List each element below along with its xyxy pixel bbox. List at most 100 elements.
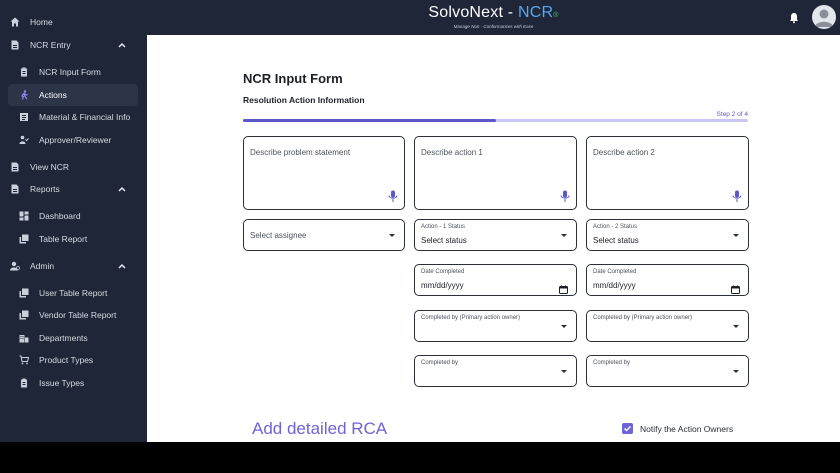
page-title: NCR Input Form (243, 71, 343, 86)
action-1-completed-by[interactable]: Completed by (414, 355, 577, 387)
avatar[interactable] (812, 5, 836, 29)
sidebar-item-vendor-table-report[interactable]: Vendor Table Report (0, 304, 147, 326)
action-1-completed-by-primary[interactable]: Completed by (Primary action owner) (414, 310, 577, 342)
sidebar-item-ncr-input-form[interactable]: NCR Input Form (0, 61, 147, 83)
notify-owners-label: Notify the Action Owners (640, 423, 734, 434)
problem-statement-placeholder: Describe problem statement (250, 148, 351, 157)
sidebar-item-view-ncr[interactable]: View NCR (0, 156, 147, 178)
sidebar-item-table-report[interactable]: Table Report (0, 228, 147, 250)
report-icon (9, 183, 21, 195)
sidebar-item-dashboard[interactable]: Dashboard (0, 205, 147, 227)
cart-icon (18, 354, 30, 366)
sidebar-item-admin[interactable]: Admin (0, 255, 147, 277)
completed-by-label: Completed by (593, 360, 631, 366)
action-1-placeholder: Describe action 1 (421, 148, 483, 157)
assignee-placeholder: Select assignee (250, 231, 307, 240)
copy-icon (18, 309, 30, 321)
chevron-up-icon[interactable] (117, 40, 127, 50)
sidebar-item-label: View NCR (30, 162, 70, 172)
completed-by-primary-label: Completed by (Primary action owner) (593, 315, 693, 321)
action-2-completed-by-primary[interactable]: Completed by (Primary action owner) (586, 310, 749, 342)
sidebar-item-reports[interactable]: Reports (0, 178, 147, 200)
chevron-up-icon[interactable] (117, 184, 127, 194)
running-person-icon (18, 89, 30, 101)
dropdown-arrow-icon (561, 234, 567, 237)
action-1-status-select[interactable]: Action - 1 Status Select status (414, 219, 577, 251)
app-window: Home NCR Entry NCR Input Form Actions Ma… (0, 0, 840, 442)
building-icon (18, 332, 30, 344)
brand-mark: ® (553, 12, 559, 19)
dashboard-icon (18, 210, 30, 222)
step-indicator: Step 2 of 4 (716, 111, 748, 118)
notify-owners-checkbox[interactable]: Notify the Action Owners (622, 423, 733, 434)
action-2-status-select[interactable]: Action - 2 Status Select status (586, 219, 749, 251)
sidebar-item-label: Table Report (39, 234, 88, 244)
brand-tagline: Manage Non - Conformances with Ease (453, 24, 534, 29)
dropdown-arrow-icon (561, 325, 567, 328)
calendar-icon[interactable] (731, 281, 740, 294)
action-1-field[interactable]: Describe action 1 (414, 136, 577, 210)
chevron-up-icon[interactable] (117, 261, 127, 271)
sidebar-item-label: NCR Entry (30, 40, 71, 50)
checkbox-checked-icon[interactable] (622, 423, 633, 434)
clipboard-icon (18, 377, 30, 389)
brand-prefix: SolvoNext - (428, 4, 518, 21)
sidebar-item-label: Reports (30, 184, 60, 194)
microphone-icon[interactable] (560, 190, 570, 203)
problem-statement-field[interactable]: Describe problem statement (243, 136, 405, 210)
microphone-icon[interactable] (732, 190, 742, 203)
calendar-icon[interactable] (559, 281, 568, 294)
date-value: mm/dd/yyyy (421, 281, 464, 290)
assignee-select[interactable]: Select assignee (243, 219, 405, 251)
user-check-icon (18, 134, 30, 146)
action-2-date-completed[interactable]: Date Completed mm/dd/yyyy (586, 264, 749, 296)
brand-title: SolvoNext - NCR® (147, 4, 840, 22)
sidebar-item-label: Product Types (39, 355, 94, 365)
progress-bar (243, 119, 748, 122)
dropdown-arrow-icon (733, 325, 739, 328)
sidebar-item-label: Material & Financial Info (39, 112, 131, 122)
sidebar-item-label: Actions (39, 90, 67, 100)
sidebar-item-approver-reviewer[interactable]: Approver/Reviewer (0, 129, 147, 151)
action-1-date-completed[interactable]: Date Completed mm/dd/yyyy (414, 264, 577, 296)
sidebar-item-issue-types[interactable]: Issue Types (0, 372, 147, 394)
sidebar-item-user-table-report[interactable]: User Table Report (0, 282, 147, 304)
sidebar-item-product-types[interactable]: Product Types (0, 349, 147, 371)
progress-fill (243, 119, 496, 122)
dropdown-arrow-icon (389, 234, 395, 237)
sidebar-item-home[interactable]: Home (0, 11, 147, 33)
sidebar-item-label: Dashboard (39, 211, 81, 221)
bell-icon[interactable] (788, 11, 800, 24)
sidebar-item-actions[interactable]: Actions (8, 84, 138, 106)
sidebar-item-label: Approver/Reviewer (39, 135, 112, 145)
home-icon (9, 16, 21, 28)
file-icon (9, 161, 21, 173)
action-2-status-label: Action - 2 Status (593, 224, 638, 230)
admin-icon (9, 260, 21, 272)
dropdown-arrow-icon (561, 370, 567, 373)
sidebar-item-ncr-entry[interactable]: NCR Entry (0, 34, 147, 56)
microphone-icon[interactable] (388, 190, 398, 203)
brand-ncr: NCR (517, 4, 554, 21)
clipboard-icon (18, 66, 30, 78)
sidebar-item-label: User Table Report (39, 288, 108, 298)
copy-icon (18, 233, 30, 245)
sidebar-item-material-financial[interactable]: Material & Financial Info (0, 106, 147, 128)
action-2-field[interactable]: Describe action 2 (586, 136, 749, 210)
dropdown-arrow-icon (733, 234, 739, 237)
dropdown-arrow-icon (733, 370, 739, 373)
sidebar-item-label: Vendor Table Report (39, 310, 117, 320)
action-2-completed-by[interactable]: Completed by (586, 355, 749, 387)
sidebar-item-label: Home (30, 17, 53, 27)
add-rca-link[interactable]: Add detailed RCA (252, 419, 388, 438)
sidebar-item-label: Admin (30, 261, 55, 271)
action-2-status-value: Select status (593, 236, 639, 245)
document-icon (9, 39, 21, 51)
sidebar-item-label: NCR Input Form (39, 67, 101, 77)
top-header: SolvoNext - NCR® Manage Non - Conformanc… (147, 0, 840, 35)
copy-icon (18, 287, 30, 299)
date-value: mm/dd/yyyy (593, 281, 636, 290)
completed-by-label: Completed by (421, 360, 459, 366)
sidebar-item-label: Departments (39, 333, 88, 343)
sidebar-item-departments[interactable]: Departments (0, 327, 147, 349)
